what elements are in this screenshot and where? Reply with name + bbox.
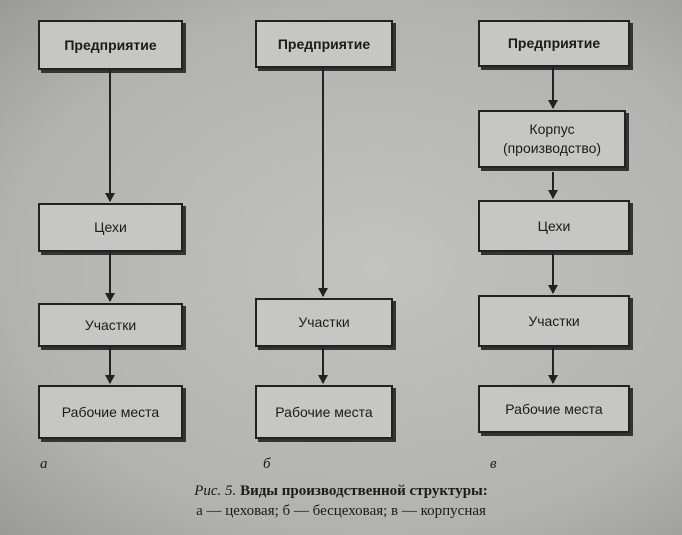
col-b-sections-box: Участки [255, 298, 393, 347]
col-a-label: а [40, 456, 48, 472]
arrow [105, 252, 115, 302]
col-a-sections-box: Участки [38, 303, 183, 347]
figure-caption: Рис. 5. Виды производственной структуры: [0, 483, 682, 500]
caption-prefix: Рис. 5. [194, 483, 237, 499]
col-c-building-box: Корпус (производство) [478, 110, 626, 168]
col-c-workplaces-box: Рабочие места [478, 385, 630, 433]
col-a-workplaces-box: Рабочие места [38, 385, 183, 439]
col-b-workplaces-box: Рабочие места [255, 385, 393, 439]
arrow [548, 252, 558, 294]
col-a-workshops-box: Цехи [38, 203, 183, 252]
caption-legend: а — цеховая; б — бесцеховая; в — корпусн… [196, 503, 486, 519]
col-c-sections-box: Участки [478, 295, 630, 347]
caption-title: Виды производственной структуры: [240, 483, 488, 499]
arrow [105, 70, 115, 202]
arrow [548, 67, 558, 109]
col-b-label: б [263, 456, 271, 472]
arrow [105, 347, 115, 384]
arrow [548, 347, 558, 384]
col-b-enterprise-box: Предприятие [255, 20, 393, 68]
col-c-enterprise-box: Предприятие [478, 20, 630, 67]
col-c-workshops-box: Цехи [478, 200, 630, 252]
col-a-enterprise-box: Предприятие [38, 20, 183, 70]
arrow [548, 172, 558, 199]
arrow [318, 347, 328, 384]
col-c-label: в [490, 456, 497, 472]
arrow [318, 68, 328, 297]
